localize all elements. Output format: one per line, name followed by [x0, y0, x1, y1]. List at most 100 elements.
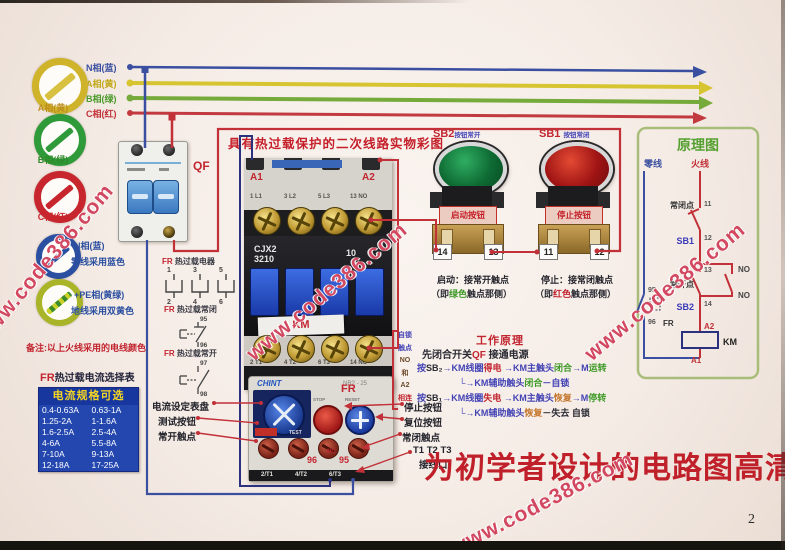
breaker-terminal	[163, 226, 175, 238]
principle-line-4: 按SB₁→KM线圈失电 →KM主触头恢复→M停转	[417, 393, 607, 403]
svg-text:KM: KM	[723, 337, 737, 347]
cell: 1.25-2A	[42, 416, 72, 426]
legend-pe-desc: 地线采用双黄色	[71, 306, 135, 316]
terminal-mark: 1 L1	[250, 194, 263, 200]
legend-c-label: C相(红)	[37, 212, 69, 222]
test-mark: TEST	[289, 430, 302, 436]
start-pushbutton: 启动按钮 14 13	[430, 140, 507, 264]
annotation-line: 和	[401, 369, 409, 377]
relay-screw	[288, 438, 309, 459]
terminal-wing	[362, 158, 380, 170]
breaker-label-strip	[125, 162, 181, 164]
stop-mark: STOP	[313, 397, 326, 402]
relay-stop-button	[313, 405, 343, 435]
stop-pushbutton: 停止按钮 11 12	[536, 140, 613, 264]
breaker-terminal	[163, 144, 175, 156]
label-reset-button: 复位按钮	[404, 418, 443, 429]
breaker-terminal	[131, 226, 143, 238]
svg-text:NO: NO	[738, 265, 750, 274]
terminal-13: 13	[484, 244, 503, 260]
svg-text:FR: FR	[663, 319, 674, 328]
contact-pole	[285, 268, 314, 316]
selflock-annotation: 自锁 触点 NO 和 A2 相连	[392, 330, 415, 410]
cell: 7-10A	[42, 449, 65, 459]
svg-text:常开点: 常开点	[670, 279, 694, 289]
annotation-line: 自锁	[398, 332, 412, 339]
amp-chip	[255, 428, 277, 436]
label-nc-contact: 常闭触点	[402, 433, 441, 444]
screw-terminal	[253, 207, 281, 235]
cell: 1.6-2.5A	[42, 427, 75, 437]
nc-terminal-95: 95	[339, 455, 350, 465]
photo-edge-right	[781, 0, 785, 550]
relay-screw	[348, 438, 369, 459]
fr-tag: FR	[40, 372, 55, 384]
breaker-marking	[159, 168, 169, 171]
live-wire	[687, 171, 733, 358]
legend-n-desc: 零线采用蓝色	[71, 257, 126, 267]
terminal-12: 12	[590, 244, 609, 260]
port-mark: 4/T2	[295, 472, 308, 478]
screw-terminal	[287, 335, 315, 363]
svg-text:12: 12	[704, 235, 712, 242]
contact-pole	[355, 268, 384, 316]
brand-sticker	[272, 160, 342, 168]
svg-text:原理图: 原理图	[677, 137, 719, 153]
contactor-top: A1 A2 1 L1 3 L2 5 L3 13 NO	[244, 158, 392, 210]
terminal-mark: 13 NO	[350, 194, 368, 200]
km-tag: KM	[257, 314, 345, 337]
breaker-terminal	[131, 144, 143, 156]
cell: 4-6A	[42, 438, 60, 448]
svg-text:11: 11	[704, 201, 712, 208]
cell: 2.5-4A	[91, 427, 117, 437]
photo-edge-top	[0, 0, 785, 3]
phase-label-a: A相(黄)	[86, 79, 117, 89]
sb2-note1: 启动：接常开触点	[437, 275, 510, 285]
phase-label-n: N相(蓝)	[86, 63, 117, 73]
wire-sample-c-phase	[34, 171, 86, 223]
fr-table-title: FR热过载电流选择表	[40, 369, 135, 384]
relay-brand: CHINT	[257, 379, 282, 388]
phase-label-b: B相(绿)	[86, 94, 117, 104]
svg-text:A2: A2	[704, 322, 715, 331]
sb1-note2: （即红色触点那侧）	[535, 289, 617, 299]
terminal-wing	[246, 158, 264, 170]
reset-mark: RESET	[345, 397, 361, 402]
circuit-breaker	[118, 141, 188, 242]
coil-terminal-a1: A1	[250, 172, 263, 183]
relay-model: NR2 - 25	[343, 381, 368, 387]
screw-terminal	[355, 207, 383, 235]
table-row: 0.4-0.63A 0.63-1A	[39, 405, 138, 416]
annotation-line: 相连	[398, 394, 412, 402]
label-ports-1: T1 T2 T3	[413, 445, 452, 456]
screw-terminal	[355, 335, 383, 363]
button-collar	[548, 186, 598, 208]
contact-pole	[250, 268, 279, 316]
terminal-mark: 5 L3	[318, 194, 331, 200]
legend-a-label: A相(黄)	[37, 103, 69, 113]
model-line2: 3210	[254, 254, 275, 264]
cell: 0.63-1A	[91, 405, 122, 415]
svg-text:NO: NO	[738, 291, 750, 300]
terminal-mark: 3 L2	[284, 194, 297, 200]
nc-terminal-96: 96	[307, 455, 318, 465]
svg-text:SB2: SB2	[676, 302, 694, 312]
wire-sample-a-phase	[32, 58, 88, 114]
model-line1: CJX2	[254, 244, 277, 254]
label-stop-button: 停止按钮	[404, 403, 443, 414]
nc-mark: NC	[327, 449, 336, 455]
headline: 为初学者设计的电路图高清图	[424, 452, 785, 485]
svg-text:常闭点: 常闭点	[670, 200, 694, 210]
annotation-line: A2	[400, 382, 410, 389]
cell: 17-25A	[91, 460, 119, 470]
stop-plate: 停止按钮	[545, 206, 603, 225]
cell: 0.4-0.63A	[42, 405, 79, 415]
start-plate: 启动按钮	[439, 206, 497, 225]
principle-line-2: 按SB₂→KM线圈得电 →KM主触头闭合→M运转	[417, 363, 607, 373]
